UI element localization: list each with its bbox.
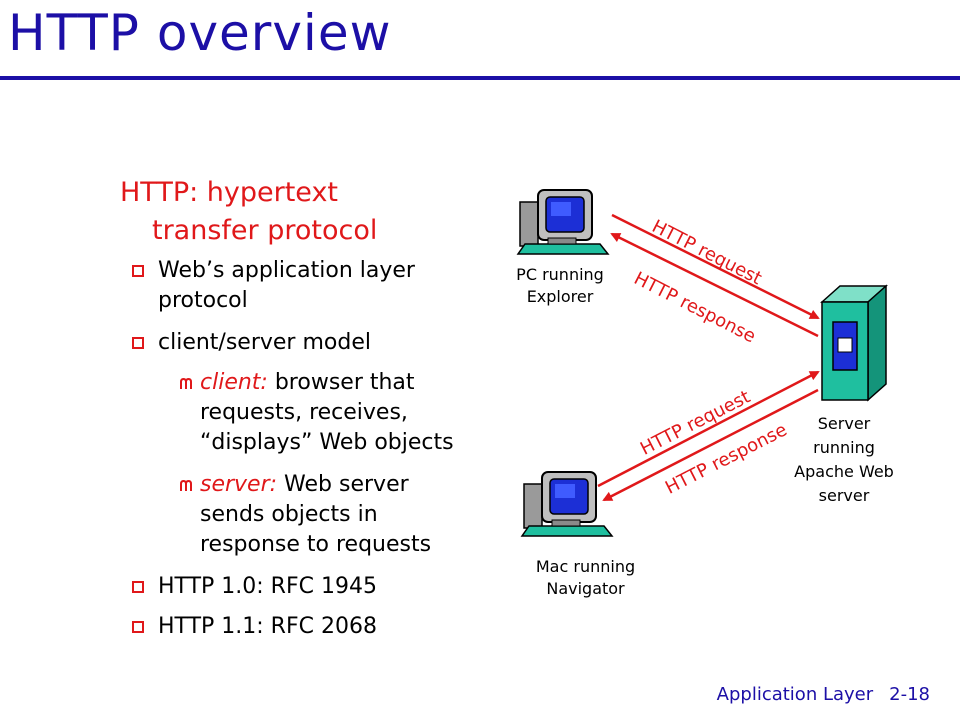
pc-computer-icon: [516, 189, 610, 255]
page-number: 2-18: [889, 684, 930, 705]
square-bullet-icon: [132, 337, 144, 349]
mac-computer-icon: [520, 471, 614, 537]
list-item-continuation: “displays” Web objects: [200, 430, 454, 455]
pc-request-arrow: [611, 213, 820, 320]
item-label: client:: [200, 370, 268, 395]
item-text: browser that: [267, 370, 415, 395]
sub-bullet-icon: [180, 378, 192, 389]
mac-response-arrow: [602, 388, 819, 502]
list-item: client: browser that: [200, 368, 415, 398]
item-label: server:: [200, 472, 278, 497]
server-icon: [820, 284, 888, 402]
list-item: HTTP 1.1: RFC 2068: [158, 614, 377, 639]
list-item: Web’s application layer: [158, 258, 415, 283]
square-bullet-icon: [132, 581, 144, 593]
footer: Application Layer 2-18: [717, 684, 930, 705]
item-text: Web server: [277, 472, 409, 497]
list-item-continuation: requests, receives,: [200, 400, 408, 425]
heading: HTTP: hypertext transfer protocol: [120, 177, 378, 246]
list-item: HTTP 1.0: RFC 1945: [158, 574, 377, 599]
square-bullet-icon: [132, 621, 144, 633]
list-item: client/server model: [158, 330, 371, 355]
list-item-continuation: protocol: [158, 288, 248, 313]
mac-label: Mac running Navigator: [535, 557, 636, 598]
title-underline: [0, 76, 960, 80]
square-bullet-icon: [132, 265, 144, 277]
sub-bullet-icon: [180, 480, 192, 491]
slide-title: HTTP overview: [8, 4, 392, 62]
pc-label: PC running Explorer: [516, 265, 604, 306]
pc-response-arrow: [610, 232, 819, 338]
server-label: Server running Apache Web server: [794, 414, 894, 505]
list-item-continuation: response to requests: [200, 532, 432, 557]
list-item: server: Web server: [200, 470, 409, 500]
list-item-continuation: sends objects in: [200, 502, 378, 527]
footer-section: Application Layer: [716, 684, 874, 705]
mac-request-arrow: [597, 370, 820, 488]
